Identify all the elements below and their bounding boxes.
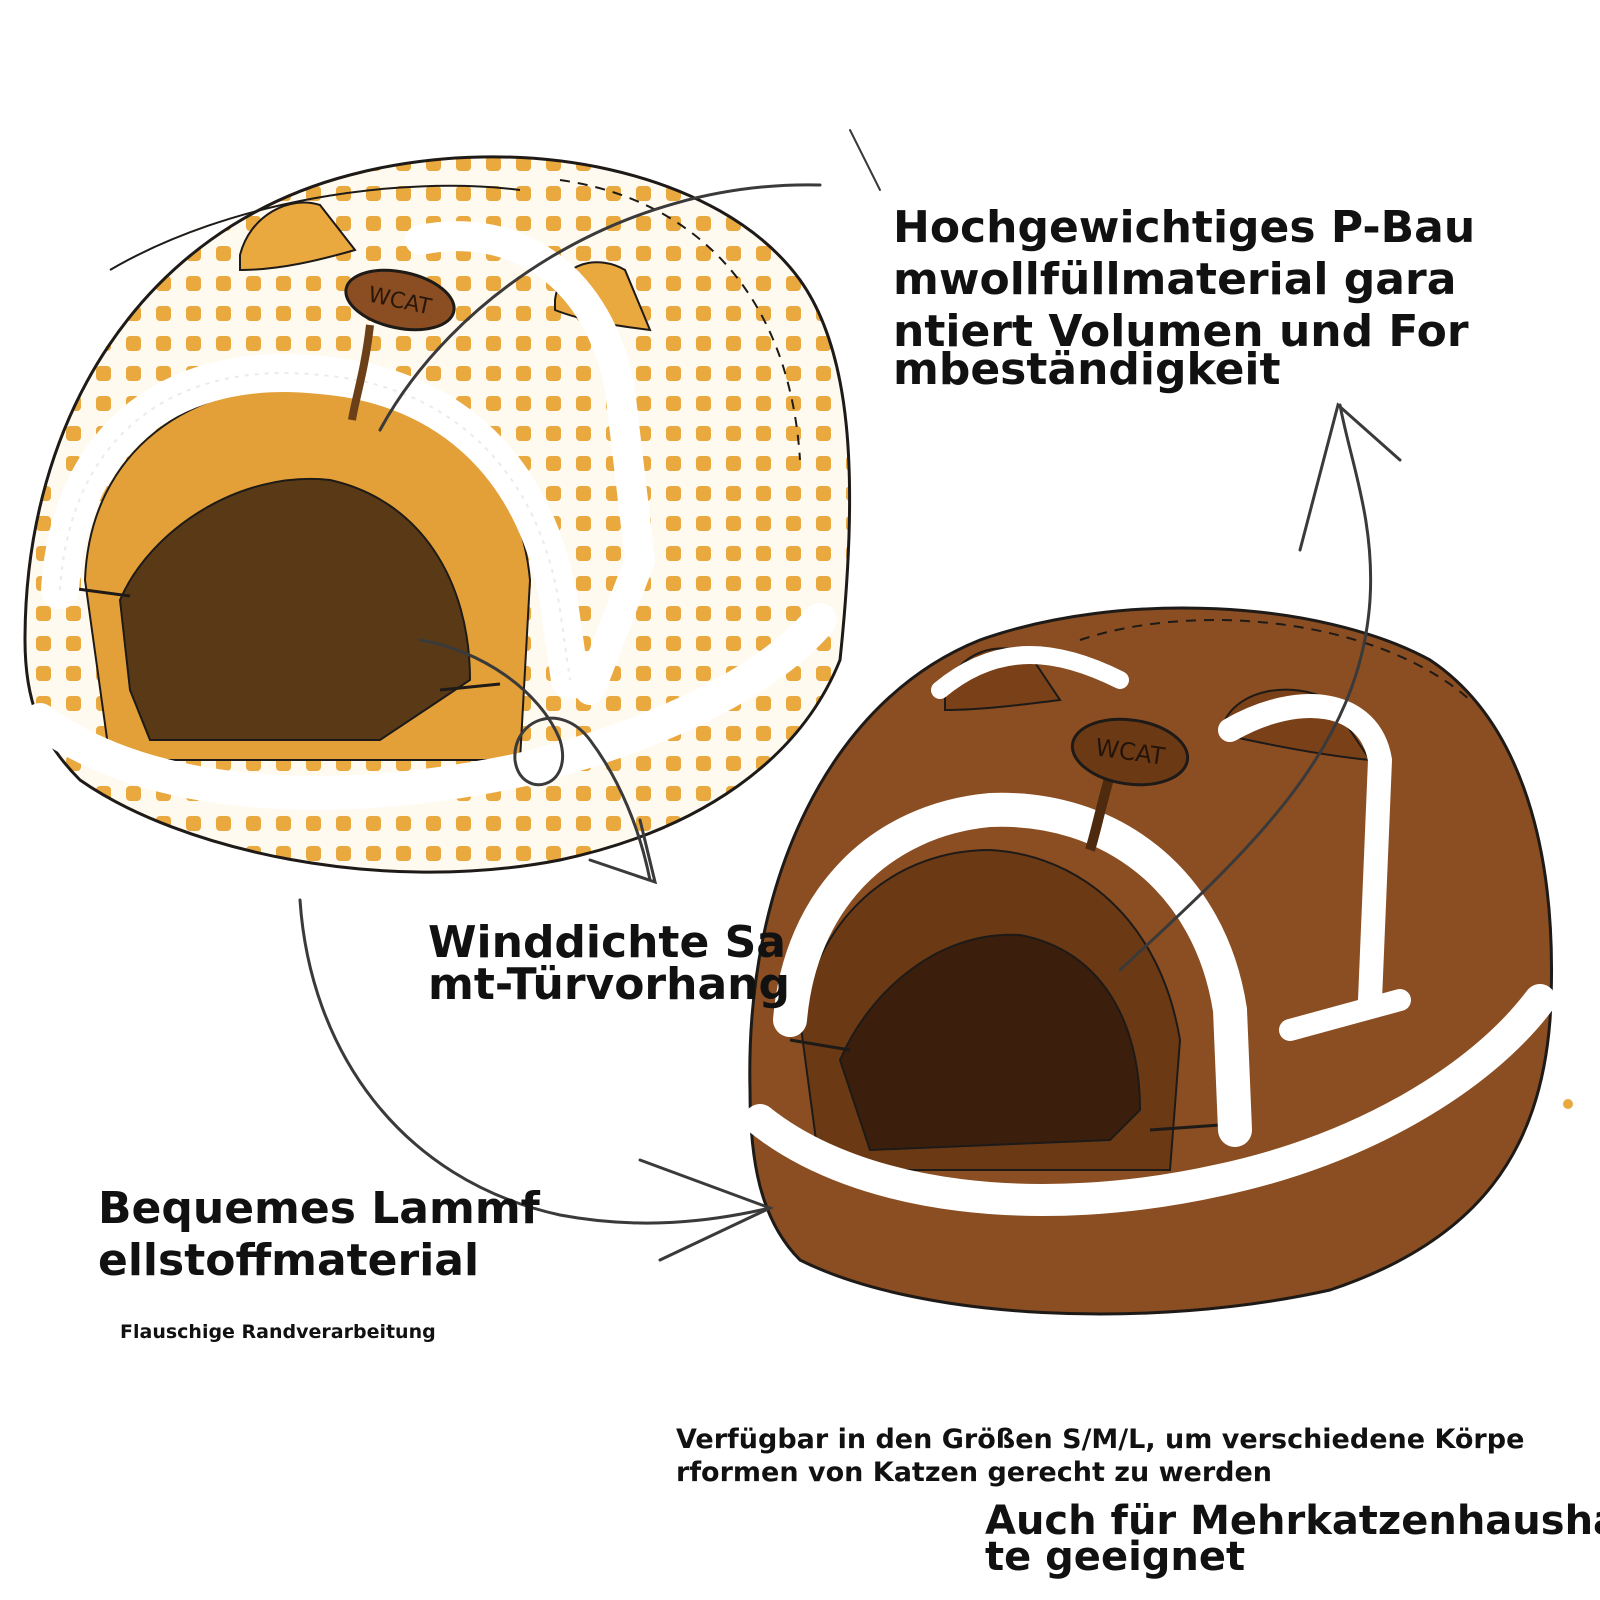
logo-tag-left: WCAT [344, 268, 456, 421]
fur-trim-base [744, 984, 1556, 1216]
gingham-cat-bed: WCAT [23, 155, 852, 874]
caption-sizes: Verfügbar in den Größen S/M/L, um versch… [676, 1424, 1525, 1488]
arrow-to-filling [1118, 403, 1373, 972]
fur-trim-base [23, 603, 837, 810]
caption-filling: Hochgewichtiges P-Bau mwollfüllmaterial … [893, 202, 1476, 395]
decor-dot [1563, 1099, 1573, 1109]
caption-fabric: Bequemes Lammf ellstoffmaterial [98, 1183, 540, 1286]
fur-trim-side [405, 221, 656, 705]
arrow-curtain [418, 638, 652, 882]
arrow-to-filling-top [378, 183, 822, 432]
fur-trim-side [1218, 694, 1393, 1012]
caption-multi: Auch für Mehrkatzenhaushal te geeignet [985, 1498, 1600, 1580]
caption-curtain: Winddichte Sa mt-Türvorhang [428, 917, 790, 1010]
door-opening [118, 477, 472, 741]
arrows [298, 129, 1402, 1262]
caption-edge: Flauschige Randverarbeitung [120, 1321, 436, 1343]
left-ear [239, 201, 357, 272]
arrow-fabric [298, 898, 772, 1225]
logo-tag-right: WCAT [1070, 717, 1190, 852]
brown-cat-bed: WCAT [744, 606, 1556, 1316]
door-opening [838, 933, 1142, 1152]
fur-trim-front [773, 792, 1252, 1147]
